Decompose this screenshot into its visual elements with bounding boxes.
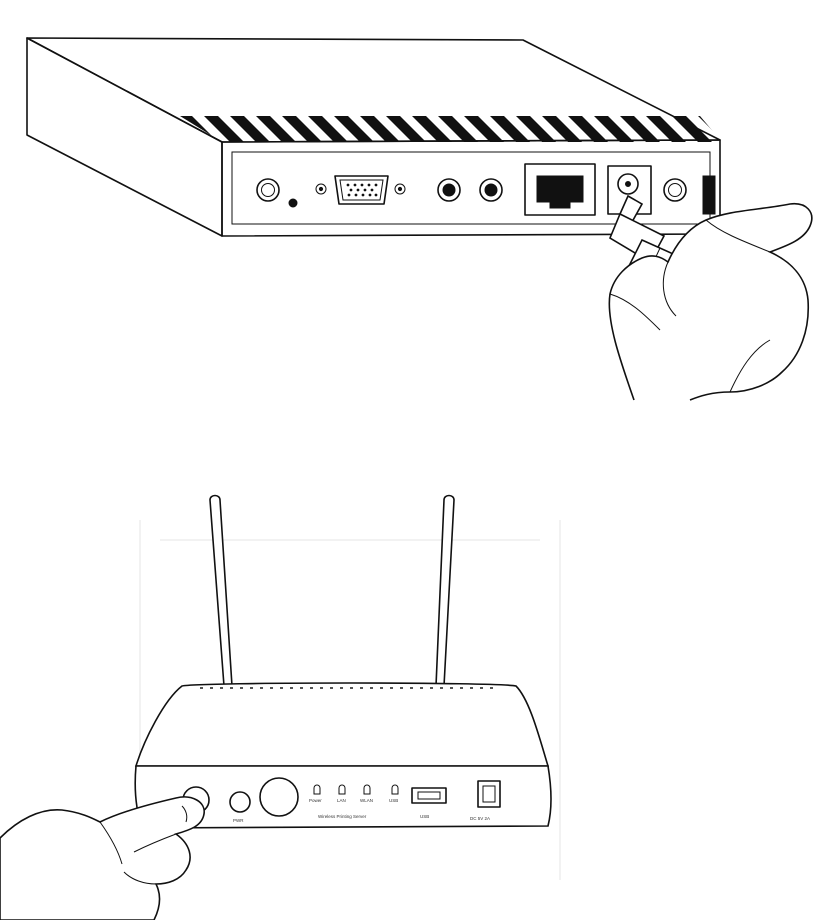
vent-dot [280,687,283,689]
vent-dot [390,687,393,689]
vent-dot [240,687,243,689]
vent-dot [370,687,373,689]
vga-pins [347,184,377,196]
vent-dot [430,687,433,689]
vent-dot [270,687,273,689]
vent-dot [220,687,223,689]
vent-dot [230,687,233,689]
device-illustration [27,38,764,236]
vent-dot [200,687,203,689]
antenna-connector-icon [257,179,279,201]
vent-dot [330,687,333,689]
vent-stripe [724,116,764,142]
led-label: USB [389,798,398,803]
led-label: WLAN [360,798,373,803]
led-label: Power [309,798,322,803]
vent-dot [470,687,473,689]
pressing-hand-illustration [0,797,204,920]
power-button-label: PWR [233,818,244,823]
reset-pinhole-icon [289,199,297,207]
antenna-connector-icon [664,179,686,201]
vent-dot [360,687,363,689]
side-tab [703,176,715,214]
vent-dot [420,687,423,689]
vent-dot [340,687,343,689]
vent-dot [320,687,323,689]
vent-dot [460,687,463,689]
vent-dot [440,687,443,689]
vent-dot [480,687,483,689]
vent-stripes [178,116,764,142]
model-label: Wireless Printing Server [318,814,367,819]
dc-jack-label: DC 5V 2A [470,816,490,821]
vent-dot [300,687,303,689]
usb-label: USB [420,814,429,819]
vent-dot [290,687,293,689]
vent-dot [490,687,493,689]
vent-dot [310,687,313,689]
device-side-face [27,38,222,236]
device-front-face [222,140,720,236]
vent-dot [410,687,413,689]
led-label: LAN [337,798,346,803]
router-body [136,683,548,766]
antenna-left-icon [210,496,232,687]
vent-dot [400,687,403,689]
antenna-right-icon [436,496,454,687]
vent-dot [380,687,383,689]
vent-dot [350,687,353,689]
vent-dot [260,687,263,689]
vent-dot [450,687,453,689]
vent-dot [210,687,213,689]
vent-dot [250,687,253,689]
